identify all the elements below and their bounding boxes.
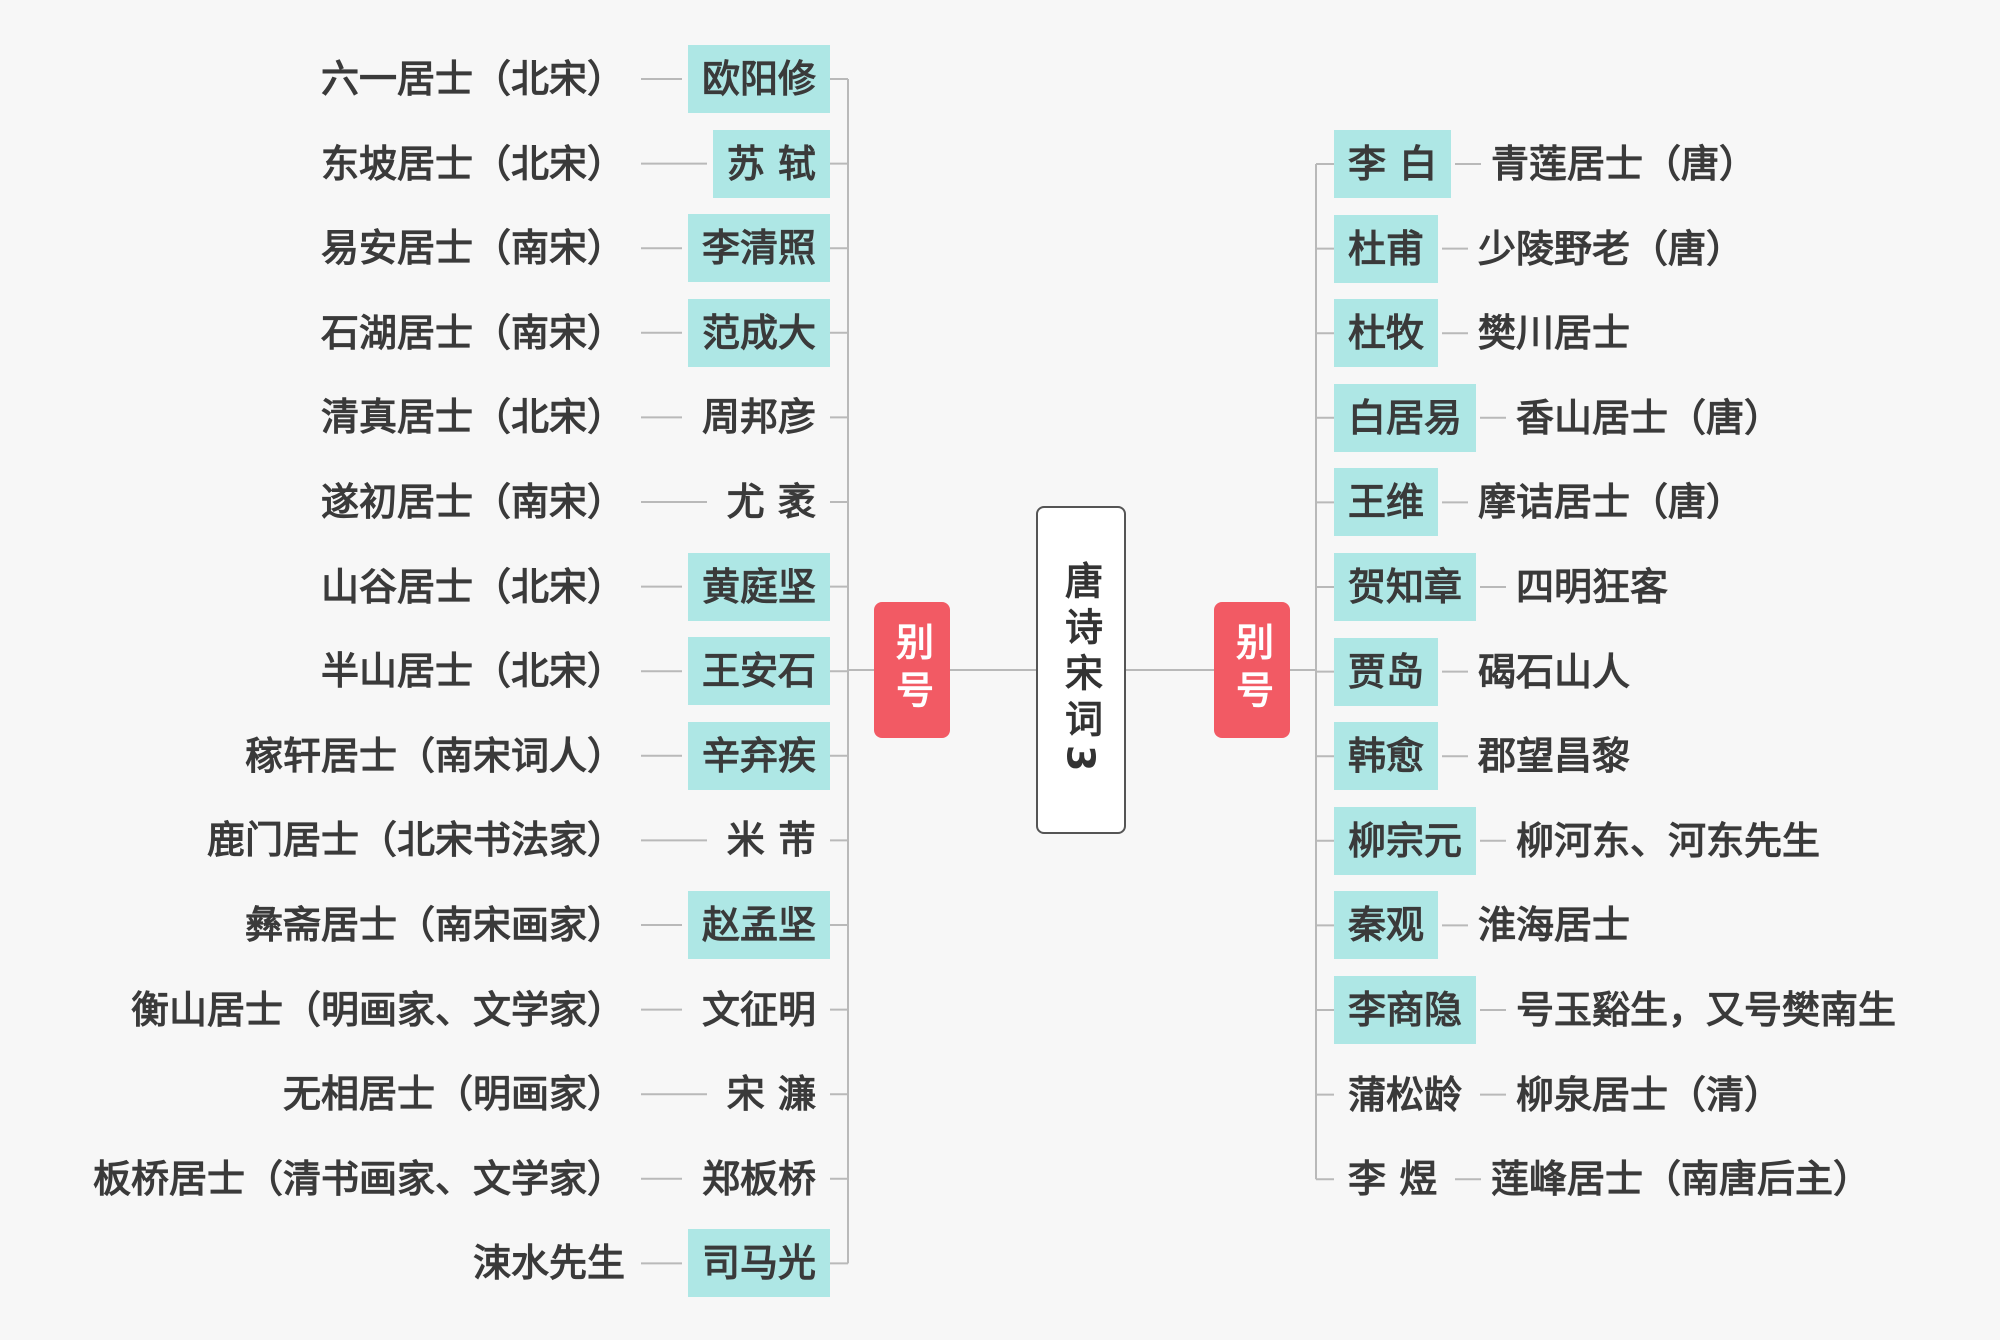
right-poet-name[interactable]: 韩愈	[1334, 722, 1439, 791]
right-hub-label: 别号	[1229, 622, 1274, 718]
left-poet-alias[interactable]: 鹿门居士（北宋书法家）	[206, 818, 625, 863]
right-poet-alias[interactable]: 柳泉居士（清）	[1516, 1072, 1783, 1117]
left-poet-name[interactable]: 文征明	[701, 987, 816, 1032]
left-poet-name[interactable]: 米 芾	[726, 818, 816, 863]
left-poet-alias[interactable]: 山谷居士（北宋）	[320, 564, 625, 609]
left-poet-alias[interactable]: 遂初居士（南宋）	[320, 480, 625, 524]
right-poet-alias[interactable]: 四明狂客	[1516, 565, 1669, 609]
left-poet-name[interactable]: 周邦彦	[701, 395, 816, 440]
right-poet-alias[interactable]: 碣石山人	[1478, 649, 1631, 694]
right-poet-alias[interactable]: 号玉谿生，又号樊南生	[1516, 988, 1897, 1032]
right-poet-alias[interactable]: 莲峰居士（南唐后主）	[1491, 1157, 1872, 1202]
right-poet-name[interactable]: 秦观	[1334, 891, 1439, 960]
left-poet-name[interactable]: 辛弃疾	[687, 721, 830, 790]
right-poet-name[interactable]: 李 煜	[1348, 1157, 1438, 1202]
right-poet-name[interactable]: 柳宗元	[1334, 806, 1477, 875]
left-poet-name[interactable]: 宋 濂	[726, 1072, 816, 1117]
left-poet-alias[interactable]: 石湖居士（南宋）	[320, 310, 625, 355]
central-topic-label: 唐诗宋词3	[1058, 560, 1103, 780]
right-poet-name[interactable]: 杜牧	[1334, 299, 1439, 368]
left-poet-alias[interactable]: 易安居士（南宋）	[320, 226, 625, 271]
left-poet-name[interactable]: 王安石	[687, 637, 830, 706]
left-poet-name[interactable]: 欧阳修	[687, 45, 830, 113]
left-poet-alias[interactable]: 板桥居士（清书画家、文学家）	[92, 1156, 625, 1201]
left-poet-alias[interactable]: 无相居士（明画家）	[282, 1072, 625, 1117]
left-hub-label: 别号	[889, 622, 934, 718]
left-branch-hub[interactable]: 别号	[874, 602, 950, 738]
right-poet-name[interactable]: 贾岛	[1334, 637, 1439, 706]
right-poet-alias[interactable]: 淮海居士	[1478, 903, 1631, 948]
left-poet-alias[interactable]: 稼轩居士（南宋词人）	[244, 733, 625, 778]
left-poet-name[interactable]: 司马光	[687, 1229, 830, 1298]
right-poet-alias[interactable]: 香山居士（唐）	[1516, 395, 1783, 440]
right-poet-alias[interactable]: 郡望昌黎	[1478, 734, 1631, 779]
left-poet-alias[interactable]: 衡山居士（明画家、文学家）	[130, 987, 625, 1032]
left-poet-alias[interactable]: 清真居士（北宋）	[320, 395, 625, 440]
left-poet-name[interactable]: 范成大	[687, 298, 830, 367]
right-poet-alias[interactable]: 摩诘居士（唐）	[1478, 480, 1745, 525]
right-branch-hub[interactable]: 别号	[1214, 602, 1290, 738]
left-poet-alias[interactable]: 涑水先生	[472, 1241, 625, 1286]
right-poet-alias[interactable]: 青莲居士（唐）	[1491, 142, 1758, 186]
right-poet-name[interactable]: 杜甫	[1334, 214, 1439, 283]
right-poet-name[interactable]: 贺知章	[1334, 553, 1477, 621]
right-poet-name[interactable]: 李 白	[1334, 130, 1452, 198]
right-poet-name[interactable]: 蒲松龄	[1348, 1072, 1463, 1117]
left-poet-name[interactable]: 李清照	[687, 214, 830, 283]
left-poet-alias[interactable]: 六一居士（北宋）	[320, 57, 625, 101]
left-poet-alias[interactable]: 彝斋居士（南宋画家）	[244, 903, 625, 947]
right-poet-alias[interactable]: 柳河东、河东先生	[1516, 818, 1821, 863]
left-poet-name[interactable]: 黄庭坚	[687, 552, 830, 621]
left-poet-name[interactable]: 郑板桥	[701, 1156, 816, 1201]
right-poet-name[interactable]: 白居易	[1334, 383, 1477, 452]
left-poet-name[interactable]: 赵孟坚	[687, 891, 830, 959]
right-poet-alias[interactable]: 少陵野老（唐）	[1478, 226, 1745, 271]
right-poet-name[interactable]: 李商隐	[1334, 976, 1477, 1044]
left-poet-alias[interactable]: 东坡居士（北宋）	[320, 141, 625, 186]
right-poet-name[interactable]: 王维	[1334, 468, 1439, 537]
right-poet-alias[interactable]: 樊川居士	[1478, 311, 1631, 356]
central-topic[interactable]: 唐诗宋词3	[1036, 506, 1126, 834]
left-poet-name[interactable]: 苏 轼	[712, 129, 830, 198]
left-poet-alias[interactable]: 半山居士（北宋）	[320, 649, 625, 694]
left-poet-name[interactable]: 尤 袤	[726, 480, 816, 524]
